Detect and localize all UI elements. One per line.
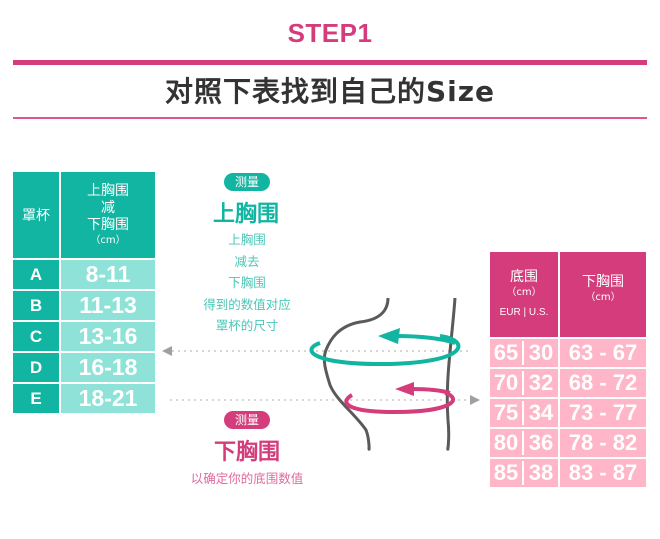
range-cell: 13-16 — [61, 322, 155, 351]
lower-measure-description: 以确定你的底围数值 — [190, 471, 304, 486]
us-value: 32 — [528, 370, 554, 395]
upper-measure-title: 上胸围 — [212, 202, 279, 227]
eur-value: 80 — [493, 430, 519, 455]
header-underbust-label: 下胸围 — [582, 274, 624, 290]
cup-size-table: 罩杯 上胸围 减 下胸围 （cm） A 8-11 B 11-13 C 13-16… — [13, 172, 155, 413]
back-outline — [445, 297, 457, 451]
table-row: A 8-11 — [13, 260, 155, 289]
band-cell: 85 38 — [490, 459, 558, 487]
underbust-cell: 73 - 77 — [560, 399, 646, 427]
header-band-sub: EUR | U.S. — [499, 306, 549, 318]
eur-value: 85 — [493, 460, 519, 485]
underbust-cell: 83 - 87 — [560, 459, 646, 487]
eur-value: 70 — [493, 370, 519, 395]
cup-cell: A — [13, 260, 59, 289]
underbust-loop — [344, 391, 456, 415]
table-row: D 16-18 — [13, 353, 155, 382]
table-row: 85 38 83 - 87 — [490, 459, 646, 487]
desc-line: 得到的数值对应 — [203, 296, 291, 312]
lower-measure-badge: 测量 — [224, 411, 270, 429]
range-cell: 11-13 — [61, 291, 155, 320]
table-row: C 13-16 — [13, 322, 155, 351]
range-cell: 8-11 — [61, 260, 155, 289]
underbust-cell: 63 - 67 — [560, 339, 646, 367]
us-value: 34 — [528, 400, 554, 425]
range-cell: 16-18 — [61, 353, 155, 382]
table-row: 65 30 63 - 67 — [490, 339, 646, 367]
upper-measure-description: 上胸围 减去 下胸围 得到的数值对应 罩杯的尺寸 — [180, 229, 314, 337]
range-cell: 18-21 — [61, 384, 155, 413]
underbust-arrow-icon — [395, 382, 414, 396]
cup-cell: C — [13, 322, 59, 351]
header-band: 底围 （cm） EUR | U.S. — [490, 252, 558, 337]
cup-cell: E — [13, 384, 59, 413]
eur-value: 75 — [493, 400, 519, 425]
table-row: 80 36 78 - 82 — [490, 429, 646, 457]
eur-value: 65 — [493, 340, 519, 365]
band-cell: 80 36 — [490, 429, 558, 457]
desc-line: 减去 — [234, 253, 260, 269]
header-band-label: 底围 — [510, 268, 538, 285]
column-separator — [522, 401, 524, 425]
header-diff-unit: （cm） — [90, 235, 126, 246]
divider-bottom — [13, 117, 647, 119]
divider-top — [13, 60, 647, 65]
table-row: B 11-13 — [13, 291, 155, 320]
header-diff-line3: 下胸围 — [87, 217, 129, 233]
header-diff-line2: 减 — [101, 200, 115, 216]
triangle-right-icon — [470, 395, 480, 405]
underbust-cell: 68 - 72 — [560, 369, 646, 397]
step-label: STEP1 — [287, 18, 373, 48]
header-band-unit: （cm） — [506, 286, 542, 298]
desc-line: 下胸围 — [228, 275, 266, 290]
band-cell: 75 34 — [490, 399, 558, 427]
header-difference: 上胸围 减 下胸围 （cm） — [61, 172, 155, 258]
column-separator — [522, 461, 524, 485]
column-separator — [522, 341, 524, 365]
us-value: 38 — [528, 460, 554, 485]
bust-arrow-icon — [378, 328, 400, 344]
desc-line: 罩杯的尺寸 — [215, 318, 279, 333]
header-underbust: 下胸围 （cm） — [560, 252, 646, 337]
cup-cell: D — [13, 353, 59, 382]
bust-loop — [309, 334, 461, 367]
us-value: 36 — [528, 430, 554, 455]
cup-table-header: 罩杯 上胸围 减 下胸围 （cm） — [13, 172, 155, 258]
band-cell: 65 30 — [490, 339, 558, 367]
upper-measure-badge: 测量 — [224, 173, 270, 191]
header-cup: 罩杯 — [13, 172, 59, 258]
table-row: E 18-21 — [13, 384, 155, 413]
desc-line: 上胸围 — [228, 232, 266, 247]
front-outline — [322, 297, 390, 451]
lower-measure-title: 下胸围 — [213, 440, 280, 465]
cup-cell: B — [13, 291, 59, 320]
column-separator — [522, 431, 524, 455]
underbust-cell: 78 - 82 — [560, 429, 646, 457]
triangle-left-icon — [162, 346, 172, 356]
header-diff-line1: 上胸围 — [87, 183, 129, 199]
band-size-table: 底围 （cm） EUR | U.S. 下胸围 （cm） 65 30 63 - 6… — [490, 252, 646, 487]
table-row: 70 32 68 - 72 — [490, 369, 646, 397]
band-table-header: 底围 （cm） EUR | U.S. 下胸围 （cm） — [490, 252, 646, 337]
table-row: 75 34 73 - 77 — [490, 399, 646, 427]
band-cell: 70 32 — [490, 369, 558, 397]
us-value: 30 — [528, 340, 554, 365]
page-title: 对照下表找到自己的Size — [164, 75, 496, 108]
column-separator — [522, 371, 524, 395]
header-underbust-unit: （cm） — [585, 292, 621, 303]
